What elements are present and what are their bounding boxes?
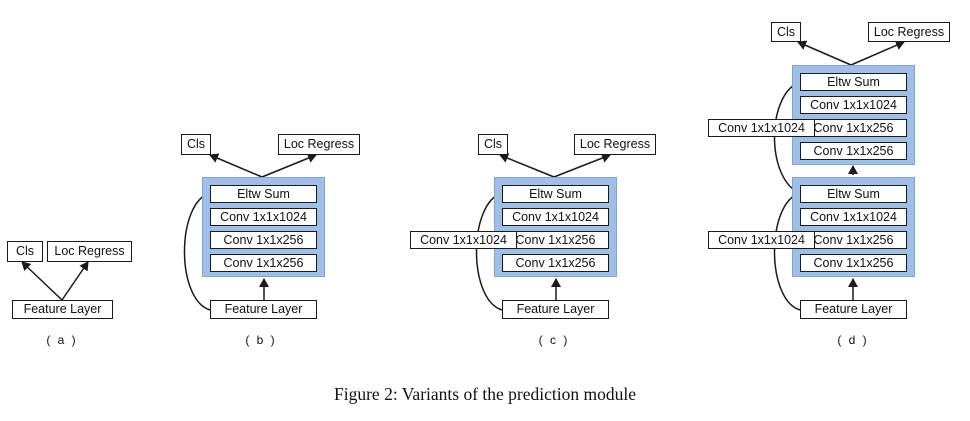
subfigure-label-c: ( c ) — [538, 333, 570, 347]
subfigure-label-d: ( d ) — [837, 333, 869, 347]
conv-256-box-d-upper-1: Conv 1x1x256 — [800, 119, 907, 137]
feature-layer-box-a: Feature Layer — [12, 300, 113, 319]
skip-conv-1024-box-c: Conv 1x1x1024 — [410, 231, 517, 249]
conv-256-box-b-1: Conv 1x1x256 — [210, 231, 317, 249]
conv-256-box-c-1: Conv 1x1x256 — [502, 231, 609, 249]
conv-1024-box-b: Conv 1x1x1024 — [210, 208, 317, 226]
eltw-sum-box-d-upper: Eltw Sum — [800, 73, 907, 91]
skip-c — [475, 192, 503, 311]
eltw-sum-box-c: Eltw Sum — [502, 185, 609, 203]
loc-regress-box-d: Loc Regress — [868, 22, 950, 42]
arrow-c-loc — [553, 153, 611, 178]
arrow-b-loc — [261, 153, 317, 178]
skip-b — [183, 192, 211, 311]
arrow-d-cls — [797, 40, 852, 66]
loc-regress-box-a: Loc Regress — [47, 241, 132, 262]
feature-layer-box-b: Feature Layer — [210, 300, 317, 319]
figure-caption: Figure 2: Variants of the prediction mod… — [334, 384, 636, 404]
eltw-sum-box-b: Eltw Sum — [210, 185, 317, 203]
cls-box-d: Cls — [771, 22, 801, 42]
arrow-a-cls — [21, 261, 63, 301]
skip-conv-1024-box-d-lower: Conv 1x1x1024 — [708, 231, 815, 249]
cls-box-a: Cls — [7, 241, 43, 262]
loc-regress-box-c: Loc Regress — [574, 134, 656, 155]
arrow-b-cls — [209, 153, 263, 178]
conv-256-box-b-2: Conv 1x1x256 — [210, 254, 317, 272]
conv-256-box-c-2: Conv 1x1x256 — [502, 254, 609, 272]
feature-layer-box-d: Feature Layer — [800, 300, 907, 319]
subfigure-label-a: ( a ) — [46, 333, 78, 347]
conv-256-box-d-lower-1: Conv 1x1x256 — [800, 231, 907, 249]
arrow-a-loc — [61, 261, 89, 301]
loc-regress-box-b: Loc Regress — [278, 134, 360, 155]
skip-d-lower — [773, 192, 801, 311]
conv-1024-box-d-upper: Conv 1x1x1024 — [800, 96, 907, 114]
arrow-c-cls — [499, 153, 555, 178]
conv-256-box-d-upper-2: Conv 1x1x256 — [800, 142, 907, 160]
conv-1024-box-c: Conv 1x1x1024 — [502, 208, 609, 226]
skip-d-upper — [773, 81, 801, 194]
cls-box-b: Cls — [181, 134, 211, 155]
conv-256-box-d-lower-2: Conv 1x1x256 — [800, 254, 907, 272]
conv-1024-box-d-lower: Conv 1x1x1024 — [800, 208, 907, 226]
subfigure-label-b: ( b ) — [245, 333, 277, 347]
arrow-d-loc — [850, 40, 905, 66]
eltw-sum-box-d-lower: Eltw Sum — [800, 185, 907, 203]
skip-conv-1024-box-d-upper: Conv 1x1x1024 — [708, 119, 815, 137]
feature-layer-box-c: Feature Layer — [502, 300, 609, 319]
cls-box-c: Cls — [478, 134, 508, 155]
